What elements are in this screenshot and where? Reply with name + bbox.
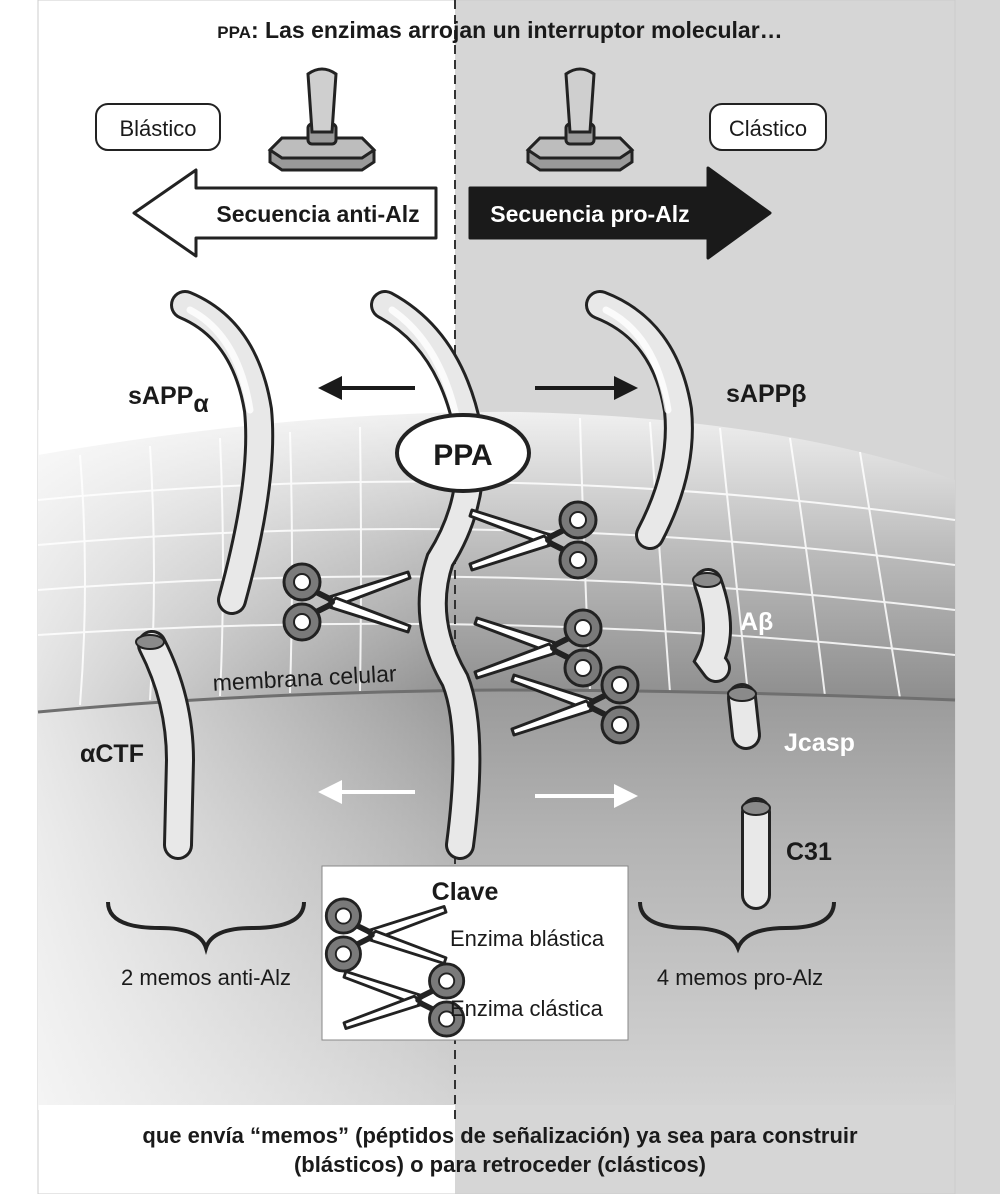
left-brace <box>106 901 306 955</box>
arrow-right-icon: Secuencia pro-Alz <box>468 166 772 260</box>
c31-tube <box>741 797 771 910</box>
jcasp-label: Jcasp <box>784 729 855 757</box>
clastic-label-box: Clástico <box>709 103 827 151</box>
caption-line-1: que envía “memos” (péptidos de señalizac… <box>142 1123 858 1148</box>
key-clastic-label: Enzima clástica <box>450 996 604 1021</box>
title-prefix: PPA <box>217 23 251 42</box>
jcasp-tube <box>727 683 761 750</box>
key-box: Clave Enzima blástica Enzima clástica <box>321 865 629 1041</box>
right-group-label: 4 memos pro-Alz <box>657 965 823 990</box>
arrow-left-icon: Secuencia anti-Alz <box>132 168 438 258</box>
app-tube <box>370 290 485 860</box>
title: PPA: Las enzimas arrojan un interruptor … <box>217 17 782 43</box>
ppa-ellipse: PPA <box>395 413 531 493</box>
left-group-label: 2 memos anti-Alz <box>121 965 291 990</box>
actf-label: αCTF <box>80 740 144 768</box>
key-blastic-label: Enzima blástica <box>450 926 605 951</box>
actf-tube <box>135 630 196 860</box>
blastic-label-box: Blástico <box>95 103 221 151</box>
arrow-left-icon <box>318 780 415 804</box>
arrow-left-text: Secuencia anti-Alz <box>216 201 419 227</box>
c31-label: C31 <box>786 838 832 866</box>
sappb-label: sAPPβ <box>726 380 807 408</box>
key-title: Clave <box>432 878 499 906</box>
clastic-label: Clástico <box>729 116 807 141</box>
sappa-tube <box>170 290 275 615</box>
arrow-right-icon <box>535 376 638 400</box>
arrow-left-icon <box>318 376 415 400</box>
arrow-right-icon <box>535 784 638 808</box>
ppa-label: PPA <box>433 439 492 472</box>
right-brace <box>638 901 836 954</box>
abeta-tube <box>692 568 732 683</box>
arrow-right-text: Secuencia pro-Alz <box>490 201 689 227</box>
blastic-label: Blástico <box>119 116 196 141</box>
sappa-label: sAPPα <box>128 382 209 418</box>
sappb-tube <box>585 290 694 550</box>
caption-line-2: (blásticos) o para retroceder (clásticos… <box>294 1152 706 1177</box>
abeta-label: Aβ <box>740 608 773 636</box>
